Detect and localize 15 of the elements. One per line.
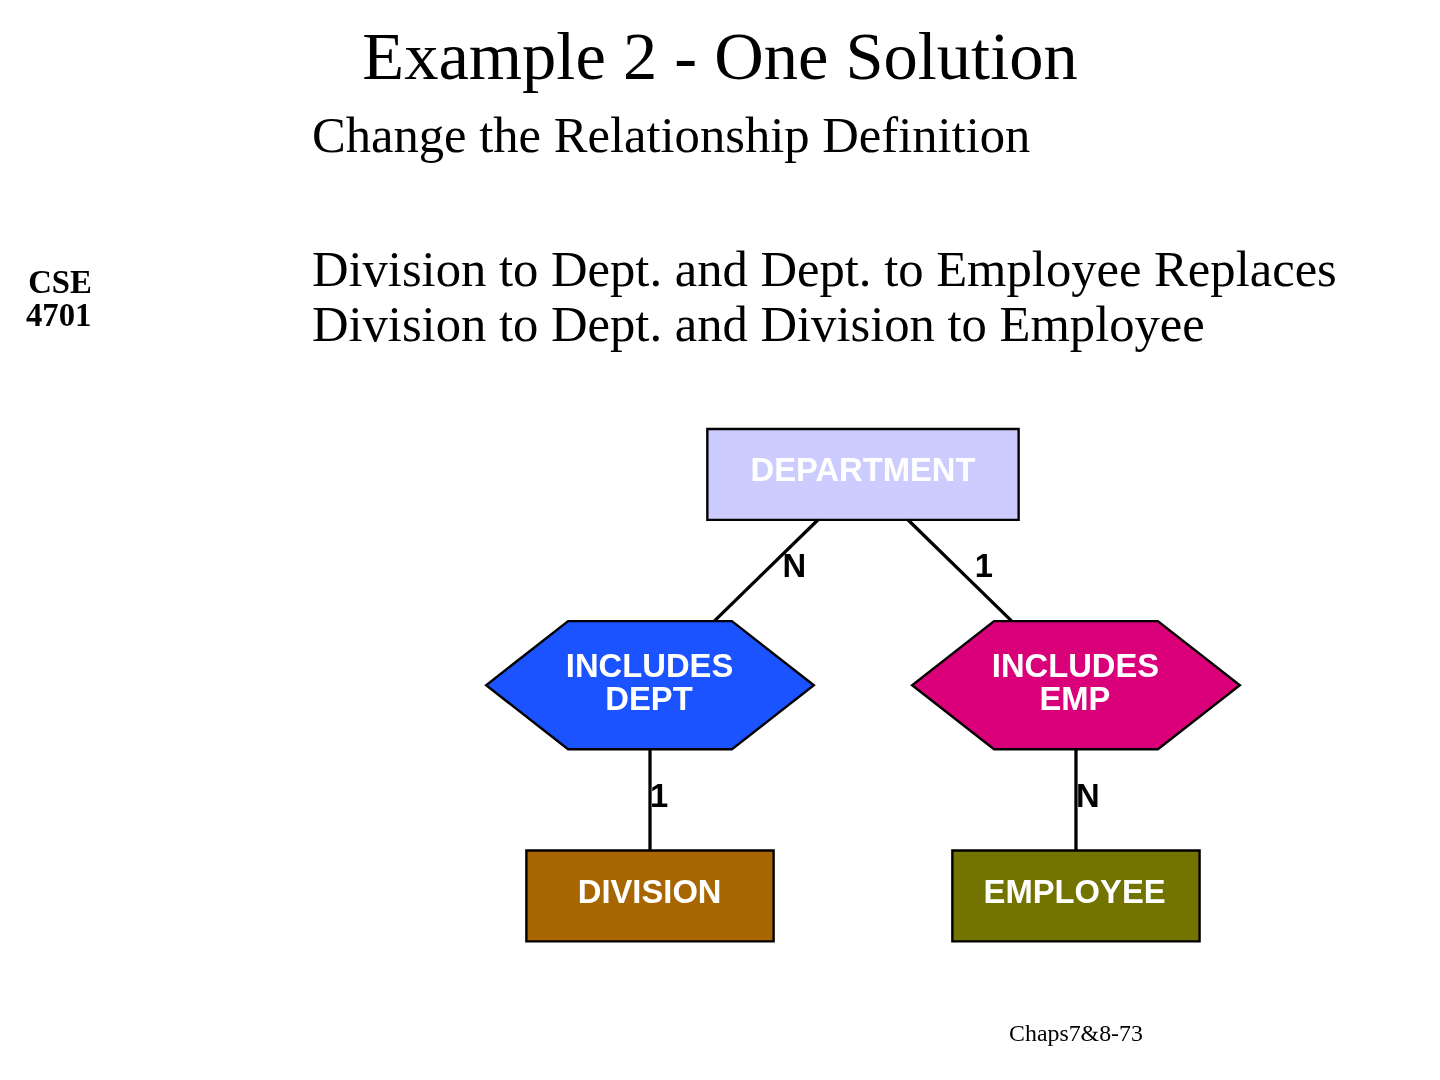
node-box: EMPLOYEE <box>951 849 1201 943</box>
edge-label: N <box>1075 776 1100 814</box>
label: Chaps7&8-73 <box>1009 1019 1143 1046</box>
edge-label: N <box>782 547 807 585</box>
edge-label: 1 <box>974 547 993 585</box>
connector <box>907 518 1013 622</box>
label: Division to Dept. and Dept. to Employee Replaces Division to Dept. and Division to Employee <box>311 241 1337 353</box>
label: CSE 4701 <box>25 263 92 333</box>
diagram-title: Example 2 - One Solution <box>362 17 1078 94</box>
connector <box>713 518 819 622</box>
edge-label: 1 <box>650 776 669 814</box>
label: Change the Relationship Definition <box>311 107 1031 164</box>
connector <box>1074 749 1078 851</box>
connector <box>648 749 652 851</box>
node-box: DIVISION <box>525 849 775 943</box>
